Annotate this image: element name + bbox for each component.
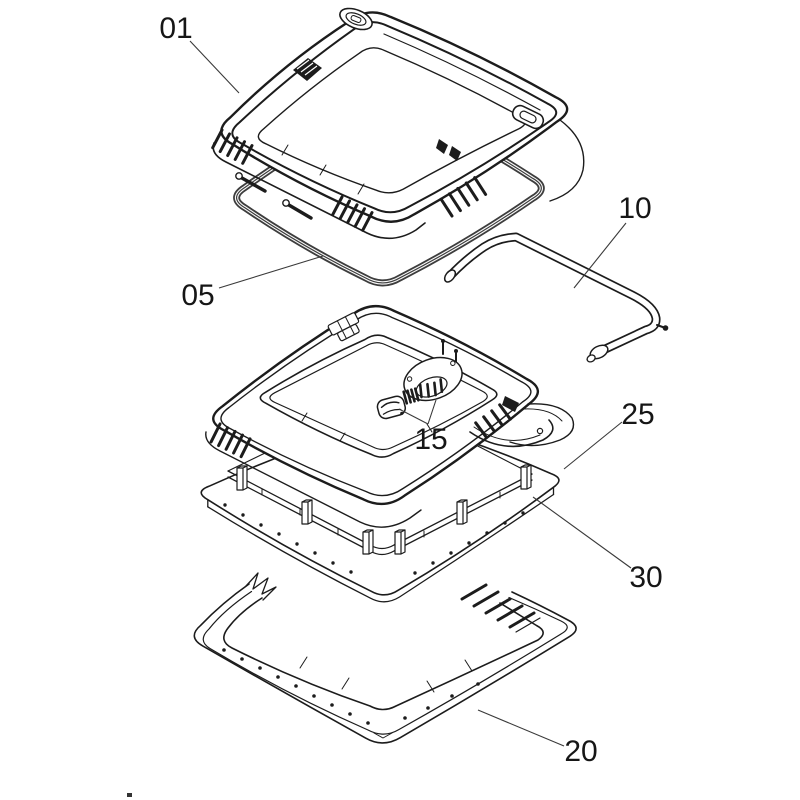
lid-vent-oval	[339, 7, 373, 31]
lid-glazing-edge	[257, 47, 526, 194]
trim-screw-holes	[222, 648, 480, 725]
leader-30	[532, 496, 632, 569]
leader-15a	[398, 408, 429, 425]
frame-opening-outer	[259, 334, 498, 458]
fixing-clip	[236, 465, 248, 491]
frame-right-lobe	[509, 403, 575, 447]
part-label-05: 05	[181, 279, 214, 312]
leader-05	[218, 255, 324, 289]
handle-pivot-pin	[656, 324, 669, 331]
trim-inner-contour	[223, 597, 544, 711]
seal-screw	[235, 172, 267, 193]
lid-spring-coils-bottom-right	[439, 176, 488, 218]
frame-hinge-bracket	[327, 312, 360, 342]
part-label-10: 10	[618, 192, 651, 225]
trim-right-end-serration	[460, 583, 541, 633]
frame-latch	[502, 396, 544, 435]
fixing-clip	[362, 529, 374, 555]
lid-skirt	[212, 142, 426, 240]
part-01-top-cover-drawing	[211, 7, 585, 240]
part-label-15: 15	[414, 423, 447, 456]
lid-inner-shell	[231, 21, 558, 214]
part-10-handle-bar-drawing	[443, 232, 669, 363]
lid-latch	[511, 104, 545, 130]
fixing-clip	[520, 464, 532, 490]
lid-hinge-patch	[293, 58, 322, 81]
inner-frame-assembly-drawing	[205, 305, 575, 528]
fixing-clip	[456, 499, 468, 525]
mounting-frame-thickness	[207, 493, 555, 603]
part-30-fixing-clips	[236, 464, 532, 555]
frame-inner-rim	[220, 312, 532, 497]
frame-joint-ticks	[301, 412, 433, 442]
trim-outer-contour	[193, 583, 577, 744]
leader-15b	[427, 399, 437, 425]
lid-spring-coils-left	[211, 128, 254, 165]
part-label-30: 30	[629, 561, 662, 594]
leader-20	[477, 709, 565, 747]
lid-joint-ticks	[281, 144, 365, 195]
trim-segment-joints	[299, 656, 473, 739]
leader-10	[573, 222, 627, 289]
leader-25	[563, 421, 623, 470]
stray-mark	[127, 793, 132, 797]
part-20-inner-trim-frame-drawing	[193, 572, 577, 744]
frame-spring-coils-right	[474, 403, 512, 439]
trim-mid-contour	[202, 590, 568, 735]
frame-skirt	[205, 431, 422, 528]
frame-crank-arm	[469, 419, 554, 448]
lid-right-skirt	[549, 119, 585, 202]
seal-screw	[282, 199, 313, 220]
part-label-25: 25	[621, 398, 654, 431]
part-15-spring	[402, 387, 420, 405]
part-label-20: 20	[564, 735, 597, 768]
handle-grip-end	[586, 344, 609, 363]
part-label-01: 01	[159, 12, 192, 45]
lid-front-clips	[436, 139, 461, 161]
part-labels: 01 05 10 15 25 30 20	[159, 12, 662, 768]
frame-spring-coils-left	[209, 422, 252, 459]
leader-01	[189, 40, 240, 94]
lid-spring-coils-bottom-left	[331, 195, 374, 232]
part-15-escutcheon-plate	[403, 356, 463, 402]
mounting-frame-screw-holes	[223, 503, 525, 575]
trim-left-end-break	[245, 572, 277, 601]
handle-end-cap	[443, 269, 457, 283]
fixing-clip	[301, 499, 313, 525]
fixing-clip	[394, 529, 406, 555]
